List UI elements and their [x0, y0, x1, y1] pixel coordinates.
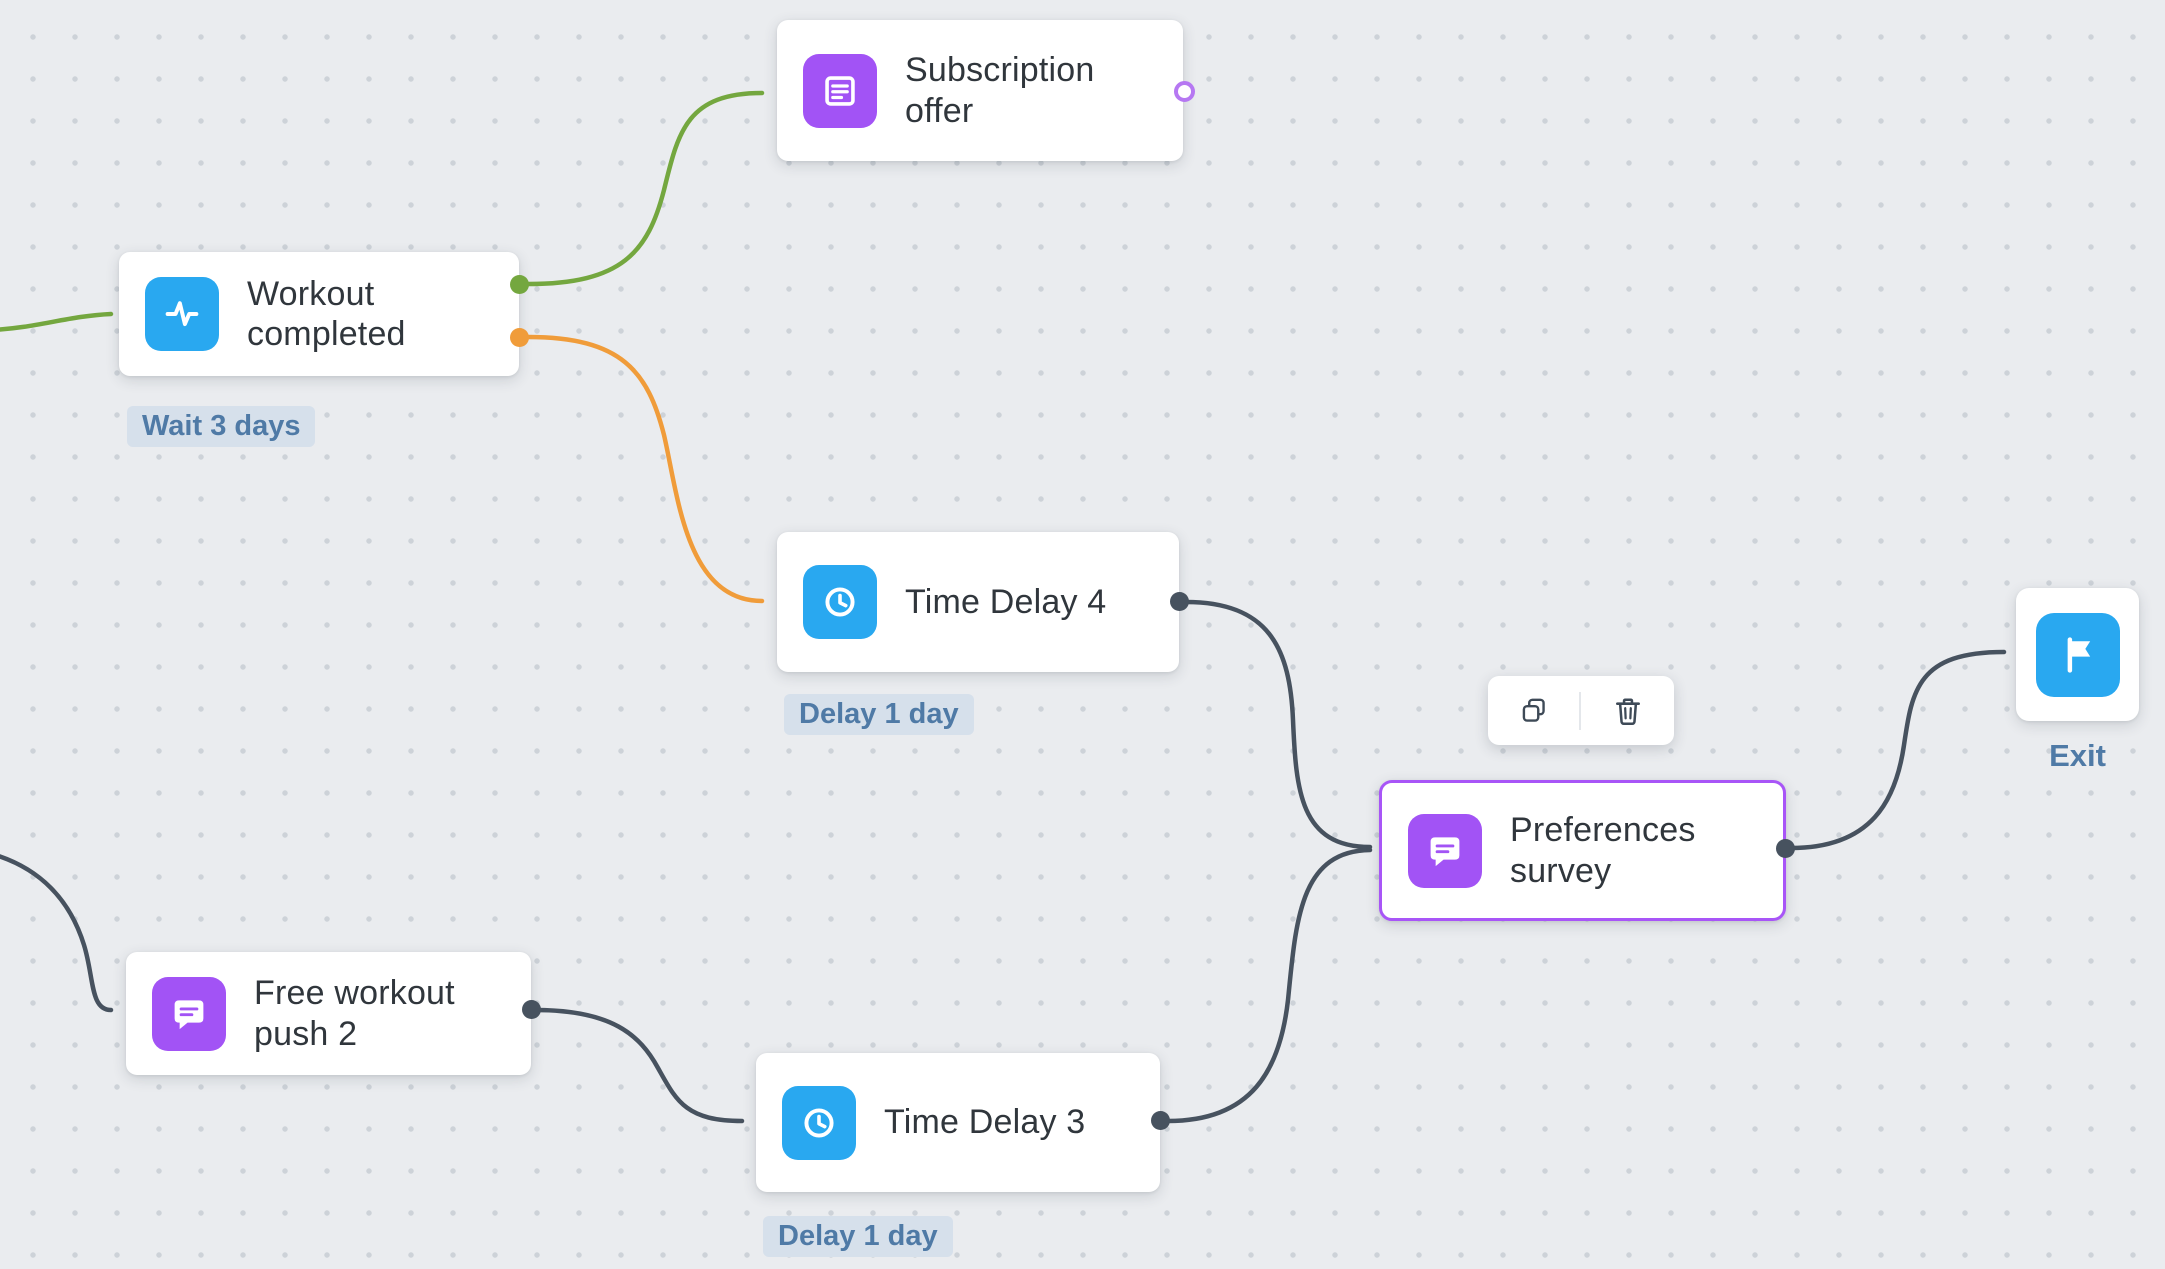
- copy-icon: [1522, 698, 1545, 722]
- output-port[interactable]: [1776, 839, 1795, 858]
- node-time-delay-4[interactable]: Time Delay 4: [777, 532, 1189, 672]
- exit-label: Exit: [2049, 738, 2106, 773]
- output-port-green[interactable]: [510, 275, 529, 294]
- clock-icon: [803, 565, 877, 639]
- output-port[interactable]: [1151, 1111, 1170, 1130]
- flag-icon: [2035, 612, 2120, 697]
- toolbar-divider: [1579, 691, 1581, 730]
- article-icon: [803, 53, 877, 128]
- edge-preferences-survey-to-exit: [1788, 649, 2007, 851]
- node-label: Free workout push 2: [254, 974, 455, 1053]
- edge-entry-to-free-workout-push-2: [0, 854, 114, 1013]
- node-badge-delay: Delay 1 day: [784, 694, 974, 735]
- edge-workout-completed-to-subscription-offer: [525, 90, 765, 287]
- copy-button[interactable]: [1488, 676, 1579, 745]
- edge-workout-completed-to-time-delay-4: [525, 334, 765, 604]
- output-port-orange[interactable]: [510, 328, 529, 347]
- node-label: Preferences survey: [1510, 811, 1696, 890]
- edge-time-delay-3-to-preferences-survey: [1165, 847, 1373, 1124]
- activity-icon: [145, 277, 219, 351]
- edge-time-delay-4-to-preferences-survey: [1183, 599, 1373, 850]
- node-free-workout-push-2[interactable]: Free workout push 2: [126, 952, 541, 1075]
- clock-icon: [782, 1085, 856, 1160]
- node-badge-delay: Delay 1 day: [763, 1216, 953, 1257]
- node-label: Subscription offer: [905, 51, 1095, 130]
- edge-free-workout-push-2-to-time-delay-3: [532, 1007, 745, 1124]
- node-subscription-offer[interactable]: Subscription offer: [777, 20, 1195, 161]
- output-port-unconnected[interactable]: [1174, 81, 1195, 102]
- node-time-delay-3[interactable]: Time Delay 3: [756, 1053, 1170, 1192]
- output-port[interactable]: [522, 1000, 541, 1019]
- node-preferences-survey[interactable]: Preferences survey: [1379, 780, 1795, 921]
- node-label: Time Delay 4: [905, 582, 1107, 621]
- node-label: Time Delay 3: [884, 1103, 1086, 1142]
- node-exit[interactable]: [2016, 588, 2139, 721]
- node-workout-completed[interactable]: Workout completed: [119, 252, 529, 376]
- output-port[interactable]: [1170, 592, 1189, 611]
- message-icon: [152, 976, 226, 1051]
- node-label: Workout completed: [247, 274, 406, 353]
- delete-button[interactable]: [1581, 676, 1674, 745]
- message-icon: [1408, 813, 1482, 888]
- node-action-toolbar: [1488, 676, 1674, 745]
- trash-icon: [1615, 697, 1640, 725]
- edge-entry-to-workout-completed: [0, 311, 114, 332]
- node-badge-wait: Wait 3 days: [127, 406, 316, 447]
